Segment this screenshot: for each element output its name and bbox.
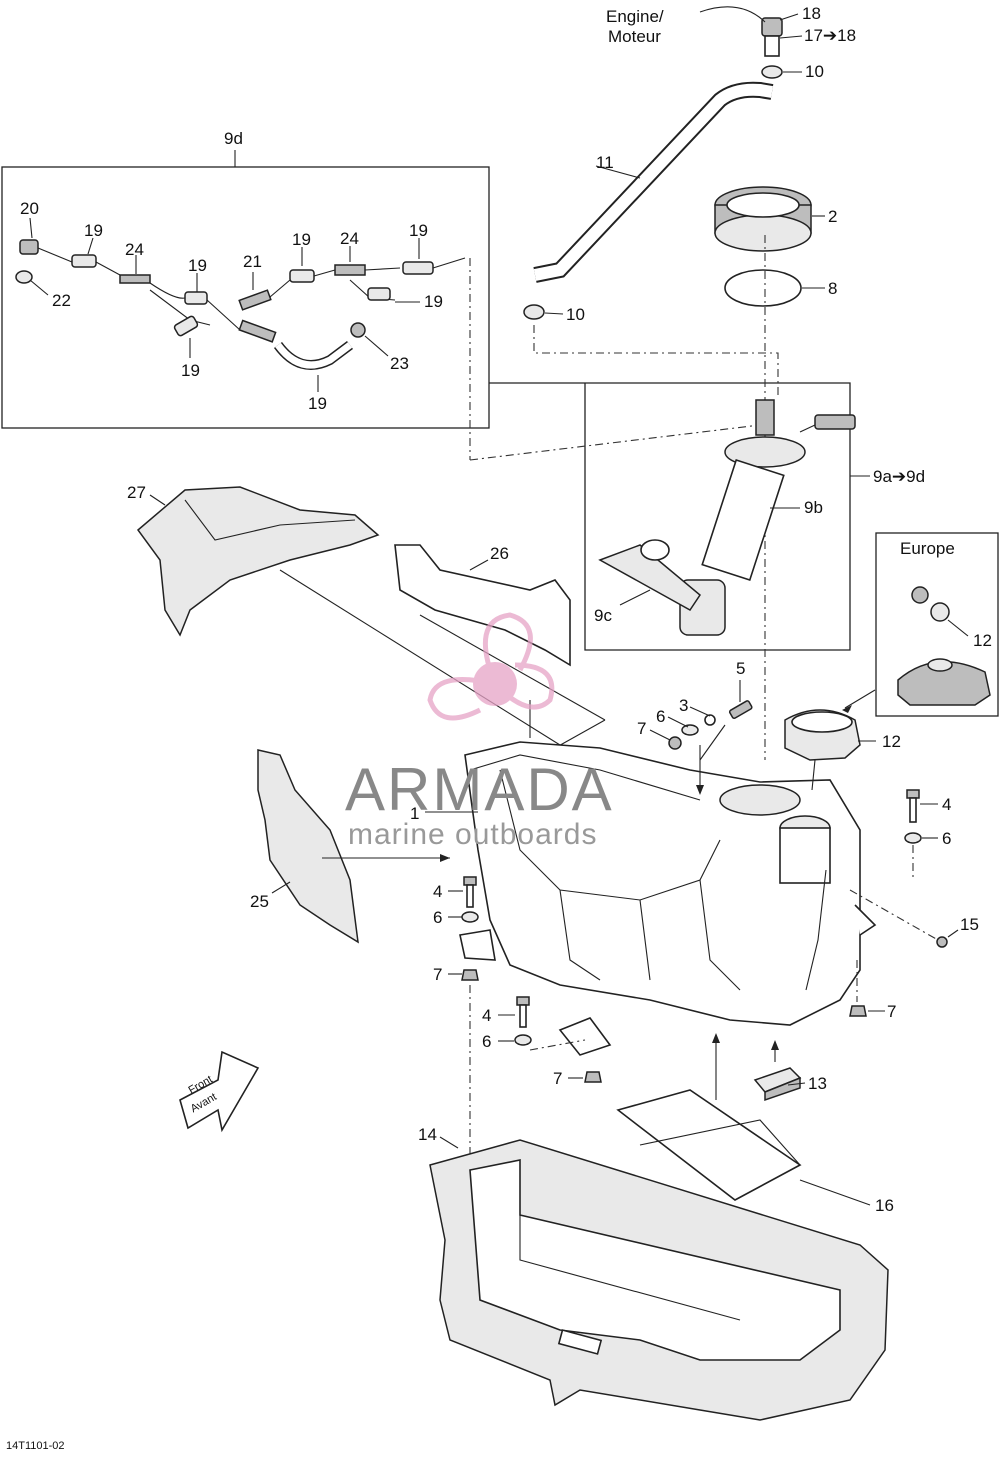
part-label-16: 16 (875, 1196, 894, 1215)
part-label-4b: 4 (433, 882, 443, 901)
part-label-11: 11 (596, 153, 614, 172)
part-label-10b: 10 (566, 305, 585, 324)
vent-hose-assembly-9d (15, 217, 466, 392)
ring-nut-2 (714, 186, 825, 252)
part-label-7d: 7 (553, 1069, 563, 1088)
part-label-27: 27 (127, 483, 146, 502)
bolt-4-right (849, 789, 959, 948)
part-label-19b: 19 (188, 256, 207, 275)
part-label-18: 18 (802, 4, 821, 23)
part-label-9a-9d: 9a➔9d (873, 467, 926, 486)
fuel-pump-module-9 (598, 399, 856, 636)
part-label-7a: 7 (637, 719, 647, 738)
part-label-7c: 7 (887, 1002, 897, 1021)
part-label-2: 2 (828, 207, 838, 226)
part-label-4a: 4 (942, 795, 952, 814)
bolt-4-lower (498, 960, 885, 1083)
part-label-6b: 6 (942, 829, 952, 848)
spacer-13 (753, 1040, 806, 1102)
europe-box (875, 532, 999, 717)
moteur-label: Moteur (608, 27, 661, 46)
part-label-9c: 9c (594, 606, 612, 625)
part-label-19e: 19 (424, 292, 443, 311)
part-label-17: 17➔18 (804, 26, 857, 45)
europe-fuel-cap (897, 586, 991, 706)
gasket-8 (724, 269, 825, 307)
mounting-hardware (649, 680, 753, 795)
part-label-21: 21 (243, 252, 262, 271)
part-label-5: 5 (736, 659, 746, 678)
part-label-19a: 19 (84, 221, 103, 240)
armada-logo (427, 612, 555, 721)
fuel-tank-1 (425, 741, 877, 1056)
part-label-6c: 6 (433, 908, 443, 927)
part-label-10a: 10 (805, 62, 824, 81)
part-label-4c: 4 (482, 1006, 492, 1025)
fuel-cap-12 (784, 689, 876, 791)
part-label-9b: 9b (804, 498, 823, 517)
inset-box-9d (1, 166, 490, 429)
europe-label: Europe (900, 539, 955, 558)
part-label-8: 8 (828, 279, 838, 298)
front-arrow (179, 1050, 260, 1133)
part-label-20: 20 (20, 199, 39, 218)
engine-connector-18 (699, 6, 803, 57)
reference-code: 14T1101-02 (6, 1440, 65, 1452)
fuel-hose-11 (533, 81, 774, 283)
part-label-12a: 12 (882, 732, 901, 751)
protective-pad-16 (616, 1089, 871, 1206)
part-label-25: 25 (250, 892, 269, 911)
part-label-6d: 6 (482, 1032, 492, 1051)
part-label-22: 22 (52, 291, 71, 310)
part-label-19d: 19 (409, 221, 428, 240)
part-label-12b: 12 (973, 631, 992, 650)
skid-plate-14 (429, 1136, 889, 1421)
clamp-10-top (761, 65, 783, 79)
part-label-15: 15 (960, 915, 979, 934)
watermark-title: ARMADA (345, 756, 614, 823)
part-label-24a: 24 (125, 240, 144, 259)
part-label-19g: 19 (308, 394, 327, 413)
heat-shield-27 (136, 486, 380, 637)
part-label-14: 14 (418, 1125, 437, 1144)
engine-label: Engine/ (606, 7, 664, 26)
part-label-6a: 6 (656, 707, 666, 726)
part-label-7b: 7 (433, 965, 443, 984)
heat-shield-25 (257, 749, 450, 944)
part-label-23: 23 (390, 354, 409, 373)
clamp-10-bottom (523, 304, 545, 320)
part-label-9d: 9d (224, 129, 243, 148)
watermark-subtitle: marine outboards (348, 818, 598, 851)
part-label-26: 26 (490, 544, 509, 563)
part-label-19f: 19 (181, 361, 200, 380)
part-label-1: 1 (410, 804, 420, 823)
part-label-3: 3 (679, 696, 689, 715)
part-label-13: 13 (808, 1074, 827, 1093)
inset-box-9a-9d (489, 382, 851, 651)
part-label-19c: 19 (292, 230, 311, 249)
part-label-24b: 24 (340, 229, 359, 248)
heat-shield-26 (394, 544, 571, 667)
